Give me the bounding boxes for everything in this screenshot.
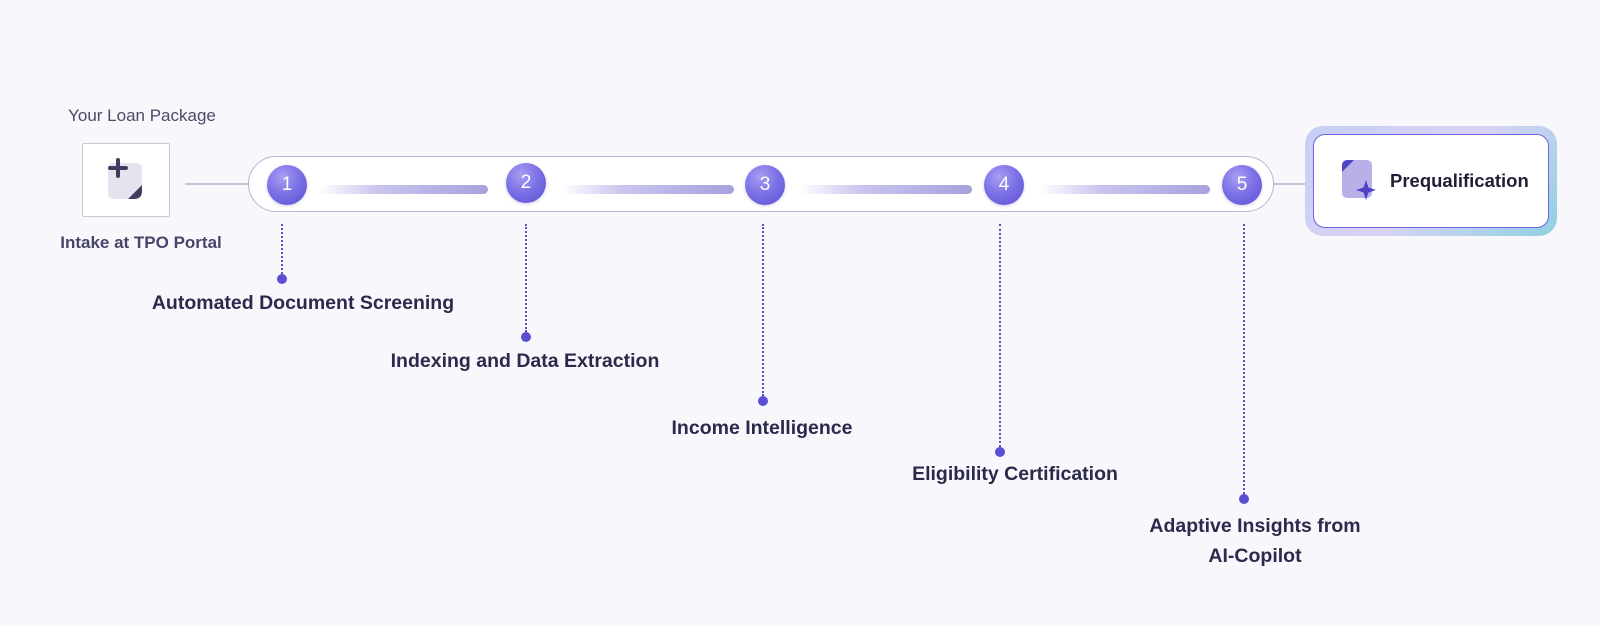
progress-bar-1 [318, 185, 488, 194]
step-3-leader-dot [758, 396, 768, 406]
connector-right [1274, 183, 1306, 185]
loan-package-title: Your Loan Package [68, 106, 216, 125]
step-4-leader-line [999, 224, 1001, 447]
intake-label: Intake at TPO Portal [60, 233, 222, 252]
step-5-label-line2: AI-Copilot [1208, 545, 1302, 567]
step-4-label: Eligibility Certification [912, 463, 1118, 485]
step-5-label: Adaptive Insights from AI-Copilot [1130, 511, 1380, 571]
loan-package-box[interactable] [82, 143, 170, 217]
step-1-leader-dot [277, 274, 287, 284]
step-2-badge[interactable]: 2 [506, 163, 546, 203]
step-2-leader-dot [521, 332, 531, 342]
document-plus-icon [104, 155, 148, 206]
step-5-label-line1: Adaptive Insights from [1149, 515, 1361, 537]
connector-left [185, 183, 249, 185]
progress-bar-2 [562, 185, 734, 194]
step-5-badge[interactable]: 5 [1222, 165, 1262, 205]
prequalification-card[interactable]: Prequalification [1305, 126, 1557, 236]
step-5-leader-dot [1239, 494, 1249, 504]
step-3-badge[interactable]: 3 [745, 165, 785, 205]
prequalification-label: Prequalification [1390, 170, 1529, 191]
prequalification-card-inner: Prequalification [1313, 134, 1549, 228]
step-2-label: Indexing and Data Extraction [390, 350, 660, 372]
step-5-leader-line [1243, 224, 1245, 494]
step-1-badge[interactable]: 1 [267, 165, 307, 205]
step-4-badge[interactable]: 4 [984, 165, 1024, 205]
step-4-leader-dot [995, 447, 1005, 457]
document-sparkle-icon [1340, 158, 1376, 205]
step-1-label: Automated Document Screening [151, 292, 455, 314]
step-3-label: Income Intelligence [671, 417, 853, 439]
step-2-leader-line [525, 224, 527, 332]
progress-bar-4 [1040, 185, 1210, 194]
progress-bar-3 [800, 185, 972, 194]
step-1-leader-line [281, 224, 283, 274]
step-3-leader-line [762, 224, 764, 396]
